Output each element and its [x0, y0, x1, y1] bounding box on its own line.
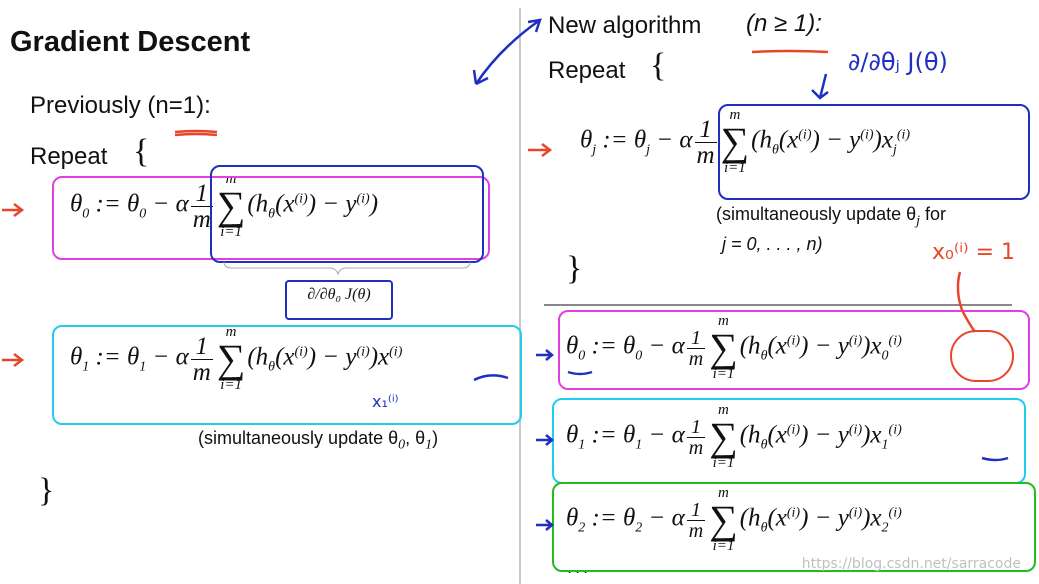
handwritten-x1: x₁⁽ⁱ⁾ [372, 392, 399, 411]
partial-derivative-box: ∂/∂θ₀ J(θ) [285, 280, 393, 320]
n-underline [173, 124, 219, 137]
index-range: j = 0, . . . , n) [722, 234, 823, 254]
open-brace-left: { [133, 133, 150, 170]
watermark: https://blog.csdn.net/sarracode [801, 556, 1021, 572]
simultaneous-note-left: (simultaneously update θ0, θ1) [198, 428, 439, 453]
partial-derivative-label: ∂/∂θ₀ J(θ) [307, 286, 371, 303]
close-brace-right: } [566, 250, 583, 287]
condition-underline [750, 42, 830, 54]
simultaneous-note-right: (simultaneously update θj for [716, 204, 947, 229]
ellipsis: . . . [568, 560, 588, 577]
repeat-label-left: Repeat [30, 143, 108, 170]
condition-label: (n ≥ 1): [746, 10, 822, 37]
previously-label: Previously (n=1): [30, 92, 211, 119]
open-brace-right: { [650, 47, 667, 84]
new-algorithm-label: New algorithm [548, 12, 702, 39]
handwritten-x0-equals-1: x₀⁽ⁱ⁾ = 1 [932, 240, 1015, 265]
underbrace [223, 261, 471, 276]
repeat-label-right: Repeat [548, 57, 626, 84]
blue-arrow-marks [472, 18, 1009, 531]
close-brace-left: } [38, 472, 55, 509]
n-eq-1: (n=1) [147, 92, 205, 119]
vertical-divider [519, 8, 521, 584]
red-arrow-marks [2, 143, 977, 367]
page-title: Gradient Descent [10, 26, 251, 58]
handwritten-partial-j: ∂/∂θⱼ J(θ) [848, 48, 948, 76]
horizontal-rule [544, 304, 1012, 306]
